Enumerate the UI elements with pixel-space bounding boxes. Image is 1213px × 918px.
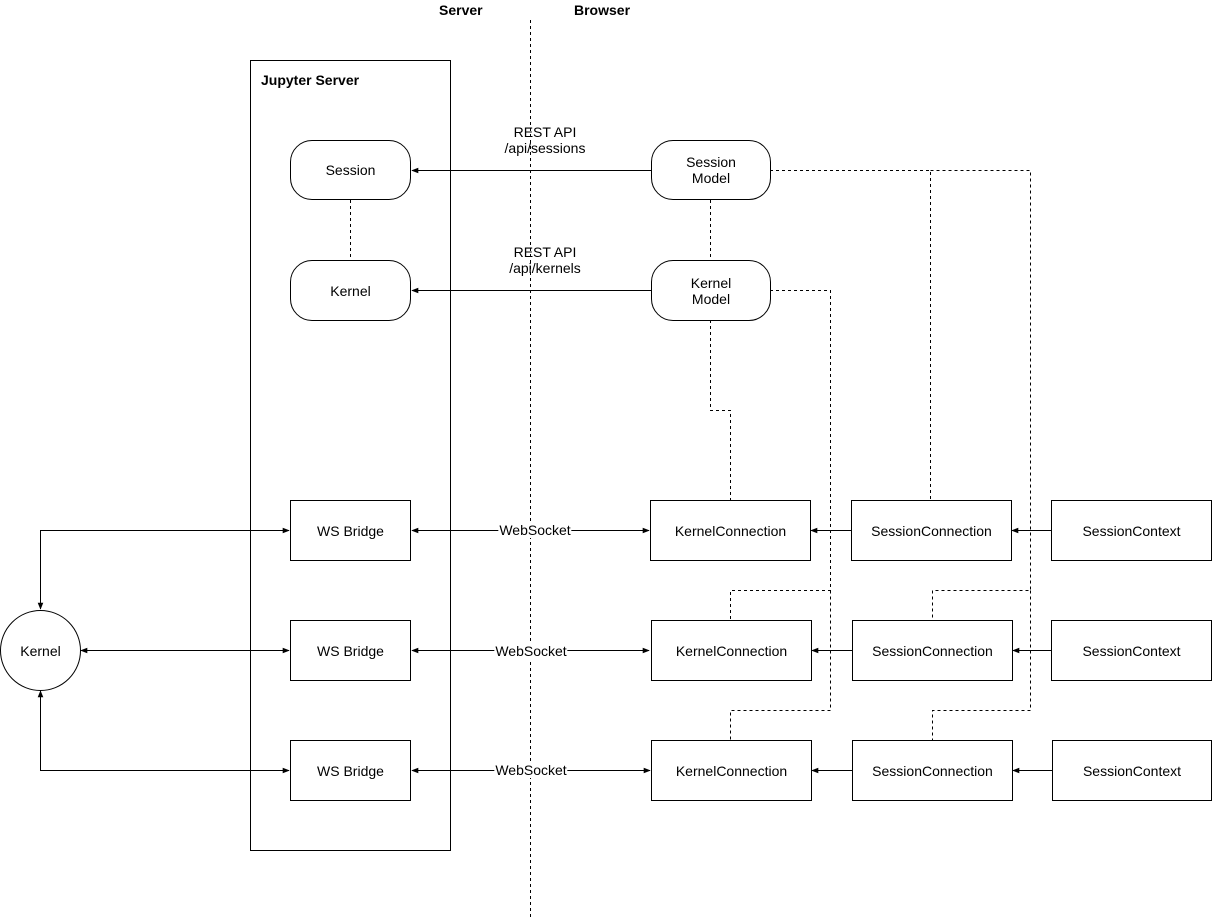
session-context-node-3: SessionContext xyxy=(1052,740,1212,801)
websocket-label-2: WebSocket xyxy=(494,643,568,659)
ws-bridge-node-1: WS Bridge xyxy=(290,500,411,561)
kernel-connection-node-3: KernelConnection xyxy=(651,740,812,801)
kernel-model-to-kc2-link xyxy=(730,290,831,620)
kernels-api-label: REST API /api/kernels xyxy=(509,244,581,276)
kernel-process-node: Kernel xyxy=(0,610,81,691)
kernel-connection-node-1: KernelConnection xyxy=(650,500,811,561)
session-connection-node-3: SessionConnection xyxy=(852,740,1013,801)
session-model-to-sc1-link xyxy=(770,170,931,500)
jupyter-server-container-border xyxy=(250,60,451,851)
session-connection-node-1: SessionConnection xyxy=(851,500,1012,561)
session-context-node-2: SessionContext xyxy=(1051,620,1212,681)
kernel-node: Kernel xyxy=(290,260,411,321)
kernel-ws-bridge-1-arrow xyxy=(37,527,290,610)
kernel-model-node: Kernel Model xyxy=(651,260,771,321)
ws-bridge-node-3: WS Bridge xyxy=(290,740,411,801)
session-model-to-sc2-link xyxy=(930,170,1031,620)
kernel-model-to-kc1-link xyxy=(710,320,731,500)
session-node: Session xyxy=(290,140,411,200)
kernel-connection-node-2: KernelConnection xyxy=(651,620,812,681)
server-header: Server xyxy=(439,2,483,18)
websocket-label-3: WebSocket xyxy=(494,762,568,778)
sessions-api-label: REST API /api/sessions xyxy=(504,124,586,156)
jupyter-server-title: Jupyter Server xyxy=(261,72,360,88)
ws-bridge-node-2: WS Bridge xyxy=(290,620,411,681)
session-model-node: Session Model xyxy=(651,140,771,200)
websocket-label-1: WebSocket xyxy=(498,522,572,538)
browser-header: Browser xyxy=(574,2,631,18)
session-connection-node-2: SessionConnection xyxy=(852,620,1013,681)
session-context-node-1: SessionContext xyxy=(1051,500,1212,561)
kernel-ws-bridge-3-arrow xyxy=(37,690,290,774)
